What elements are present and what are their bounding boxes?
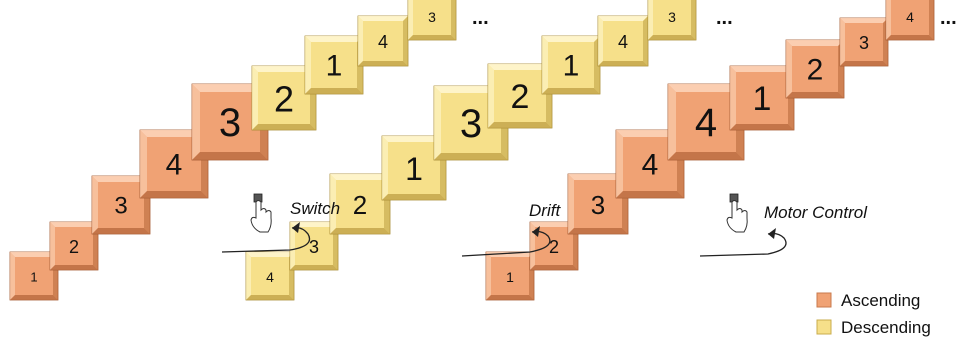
step-box-descending: 2 — [329, 173, 391, 235]
legend-ascending-swatch — [816, 292, 832, 308]
step-number: 2 — [274, 79, 294, 120]
step-number: 4 — [695, 101, 717, 145]
step-box-ascending: 2 — [49, 221, 99, 271]
step-number: 2 — [549, 237, 559, 257]
legend-ascending-label: Ascending — [841, 291, 920, 310]
step-number: 3 — [859, 33, 869, 53]
step-number: 2 — [69, 237, 79, 257]
step-number: 4 — [642, 149, 659, 182]
step-number: 2 — [353, 190, 367, 220]
step-box-descending: 1 — [541, 35, 601, 95]
step-number: 3 — [428, 9, 436, 25]
step-box-descending: 3 — [647, 0, 697, 41]
label-switch: Switch — [290, 199, 340, 218]
step-box-descending: 3 — [407, 0, 457, 41]
step-number: 4 — [266, 269, 274, 285]
ellipsis-1: ... — [472, 7, 489, 29]
step-number: 1 — [563, 50, 580, 83]
step-number: 2 — [511, 78, 530, 116]
step-box-descending: 4 — [357, 15, 409, 67]
step-box-descending: 1 — [304, 35, 364, 95]
step-box-ascending: 4 — [667, 83, 745, 161]
step-box-descending: 4 — [597, 15, 649, 67]
legend-descending-label: Descending — [841, 318, 931, 337]
step-box-descending: 1 — [381, 135, 447, 201]
curved-arrow-icon — [461, 226, 551, 257]
step-number: 4 — [906, 9, 914, 25]
step-box-ascending: 2 — [785, 39, 845, 99]
step-number: 1 — [506, 269, 514, 285]
label-drift: Drift — [529, 201, 561, 220]
step-number: 3 — [668, 9, 676, 25]
curved-arrow-icon — [699, 228, 787, 257]
step-number: 1 — [753, 80, 772, 118]
step-number: 3 — [114, 193, 127, 220]
step-number: 4 — [166, 149, 183, 182]
step-number: 4 — [378, 32, 388, 52]
step-box-ascending: 1 — [729, 65, 795, 131]
legend: Ascending Descending — [816, 291, 931, 337]
legend-descending-swatch — [816, 319, 832, 335]
step-box-descending: 4 — [245, 251, 295, 301]
step-box-ascending: 4 — [885, 0, 935, 41]
ellipsis-2: ... — [716, 7, 733, 29]
step-box-descending: 3 — [289, 221, 339, 271]
step-number: 3 — [591, 190, 605, 220]
step-number: 1 — [326, 50, 343, 83]
ellipsis-3: ... — [940, 7, 957, 29]
hand-pointer-icon — [250, 193, 272, 233]
step-box-ascending: 1 — [485, 251, 535, 301]
curved-arrow-icon — [221, 222, 311, 253]
hand-pointer-icon — [726, 193, 748, 233]
step-number: 3 — [460, 102, 482, 146]
step-number: 3 — [219, 101, 241, 145]
step-number: 3 — [309, 237, 319, 257]
step-number: 1 — [405, 151, 423, 187]
step-number: 1 — [30, 270, 37, 285]
step-number: 4 — [618, 32, 628, 52]
step-box-ascending: 3 — [839, 17, 889, 67]
label-motor-control: Motor Control — [764, 203, 868, 222]
step-box-descending: 2 — [251, 65, 317, 131]
step-number: 2 — [807, 54, 824, 87]
